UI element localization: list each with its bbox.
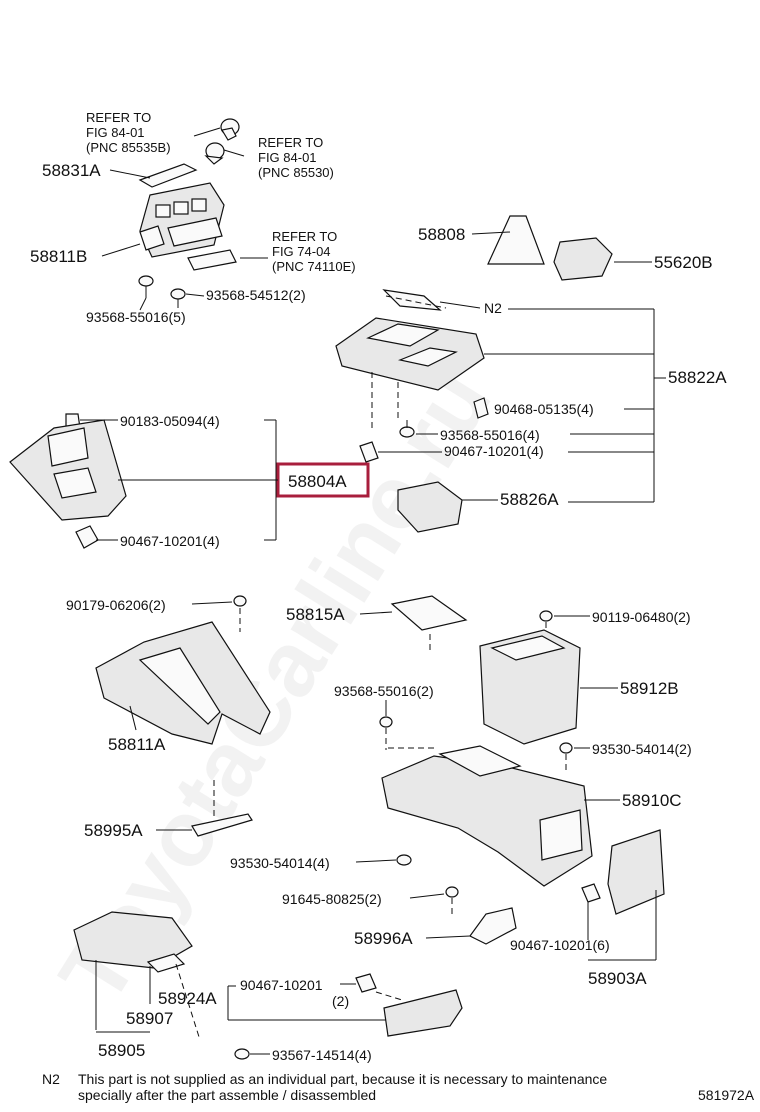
part-label-qty[interactable]: (2) — [332, 993, 349, 1009]
part-label-n2[interactable]: N2 — [484, 300, 502, 316]
part-label-90467-10201[interactable]: 90467-10201 — [240, 977, 323, 993]
part-label-90467-10201-4[interactable]: 90467-10201(4) — [120, 533, 220, 549]
ref-fig-84-01-b: REFER TO FIG 84-01 (PNC 85530) — [258, 135, 334, 180]
part-label-58822a[interactable]: 58822A — [668, 368, 727, 387]
nut-drawing — [233, 595, 247, 607]
part-label-58826a[interactable]: 58826A — [500, 490, 559, 509]
part-label-58804a[interactable]: 58804A — [288, 472, 347, 491]
ref-text: FIG 84-01 — [258, 150, 317, 165]
part-label-91645-80825-2[interactable]: 91645-80825(2) — [282, 891, 382, 907]
part-label-58995a[interactable]: 58995A — [84, 821, 143, 840]
trim-drawing — [383, 989, 463, 1037]
note-marker: N2 — [42, 1071, 60, 1087]
clip-90467-drawing — [581, 883, 601, 903]
armrest-58905-drawing — [73, 911, 193, 973]
part-label-58910c[interactable]: 58910C — [622, 791, 682, 810]
part-label-93530-54014-4[interactable]: 93530-54014(4) — [230, 855, 330, 871]
diagram-id: 581972A — [698, 1087, 755, 1103]
shift-boot-58808-drawing — [487, 215, 545, 265]
screw-drawing — [138, 275, 186, 308]
part-label-90467-10201-4[interactable]: 90467-10201(4) — [444, 443, 544, 459]
note-line: This part is not supplied as an individu… — [78, 1071, 607, 1087]
lid-58903a-drawing — [607, 829, 665, 915]
part-label-90467-10201-6[interactable]: 90467-10201(6) — [510, 937, 610, 953]
ref-text: (PNC 85535B) — [86, 140, 171, 155]
part-label-58811b[interactable]: 58811B — [30, 247, 87, 266]
part-label-93530-54014-2[interactable]: 93530-54014(2) — [592, 741, 692, 757]
part-label-58996a[interactable]: 58996A — [354, 929, 413, 948]
part-label-58815a[interactable]: 58815A — [286, 605, 345, 624]
switch-bezel-58811b-drawing — [139, 182, 237, 271]
clip-90468-drawing — [473, 397, 489, 419]
part-label-90183-05094-4[interactable]: 90183-05094(4) — [120, 413, 220, 429]
clip-90467-drawing — [359, 441, 379, 463]
screw-drawing — [559, 742, 573, 754]
ref-text: (PNC 85530) — [258, 165, 334, 180]
part-label-90119-06480-2[interactable]: 90119-06480(2) — [592, 609, 691, 625]
note-line: specially after the part assemble / disa… — [78, 1087, 376, 1103]
part-label-93568-55016-2[interactable]: 93568-55016(2) — [334, 683, 434, 699]
part-label-58903a[interactable]: 58903A — [588, 969, 647, 988]
clip-90467-drawing — [75, 525, 99, 549]
part-label-58905[interactable]: 58905 — [98, 1041, 145, 1060]
part-label-55620b[interactable]: 55620B — [654, 253, 713, 272]
console-box-58910c-drawing — [381, 745, 593, 887]
tray-55620b-drawing — [553, 237, 613, 281]
part-label-58907[interactable]: 58907 — [126, 1009, 173, 1028]
console-side-58811a-drawing — [95, 621, 271, 745]
ref-text: REFER TO — [272, 229, 337, 244]
screw-drawing — [539, 610, 553, 622]
panel-58804a-drawing — [9, 419, 127, 521]
ref-text: (PNC 74110E) — [272, 259, 356, 274]
ref-text: REFER TO — [258, 135, 323, 150]
bracket-58995a-drawing — [191, 813, 253, 837]
part-label-58831a[interactable]: 58831A — [42, 161, 101, 180]
part-label-58811a[interactable]: 58811A — [108, 735, 166, 754]
part-label-93567-14514-4[interactable]: 93567-14514(4) — [272, 1047, 372, 1063]
ref-text: REFER TO — [86, 110, 151, 125]
bracket-58826a-drawing — [397, 481, 463, 533]
screw-drawing — [396, 854, 412, 866]
ref-fig-84-01-a: REFER TO FIG 84-01 (PNC 85535B) — [86, 110, 171, 155]
screw-drawing — [445, 886, 459, 898]
mat-58815a-drawing — [390, 595, 468, 631]
ref-fig-74-04: REFER TO FIG 74-04 (PNC 74110E) — [272, 229, 356, 274]
bracket-58996a-drawing — [469, 907, 517, 945]
console-panel-58822a-drawing — [335, 289, 485, 391]
part-label-93568-54512-2[interactable]: 93568-54512(2) — [206, 287, 306, 303]
ref-text: FIG 74-04 — [272, 244, 331, 259]
switch-knob-drawing — [204, 118, 240, 165]
screw-drawing — [379, 716, 393, 728]
box-58912b-drawing — [479, 629, 581, 745]
screw-drawing — [234, 1048, 250, 1060]
ref-text: FIG 84-01 — [86, 125, 145, 140]
cover-58831a-drawing — [138, 163, 198, 188]
part-label-58808[interactable]: 58808 — [418, 225, 465, 244]
clip-90467-drawing — [355, 973, 377, 993]
part-label-90179-06206-2[interactable]: 90179-06206(2) — [66, 597, 166, 613]
screw-drawing — [399, 420, 415, 438]
part-label-58924a[interactable]: 58924A — [158, 989, 217, 1008]
part-label-58912b[interactable]: 58912B — [620, 679, 679, 698]
part-label-90468-05135-4[interactable]: 90468-05135(4) — [494, 401, 594, 417]
part-label-93568-55016-4[interactable]: 93568-55016(4) — [440, 427, 540, 443]
part-label-93568-55016-5[interactable]: 93568-55016(5) — [86, 309, 186, 325]
